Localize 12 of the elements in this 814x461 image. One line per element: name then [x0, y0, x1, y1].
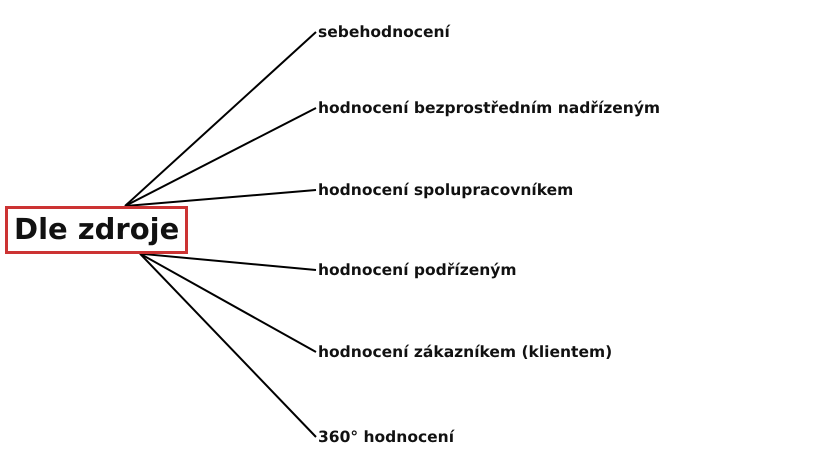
title-box: Dle zdroje [5, 206, 188, 254]
connector-line [124, 107, 316, 207]
connector-line [140, 252, 316, 353]
connector-line [124, 189, 316, 207]
branch-label: sebehodnocení [318, 22, 450, 42]
branch-label: hodnocení zákazníkem (klientem) [318, 342, 612, 362]
branch-label: hodnocení bezprostředním nadřízeným [318, 98, 660, 118]
branch-label: hodnocení spolupracovníkem [318, 180, 574, 200]
connector-line [139, 253, 317, 438]
branch-label: hodnocení podřízeným [318, 260, 517, 280]
connector-line [124, 31, 317, 207]
branch-label: 360° hodnocení [318, 427, 454, 447]
